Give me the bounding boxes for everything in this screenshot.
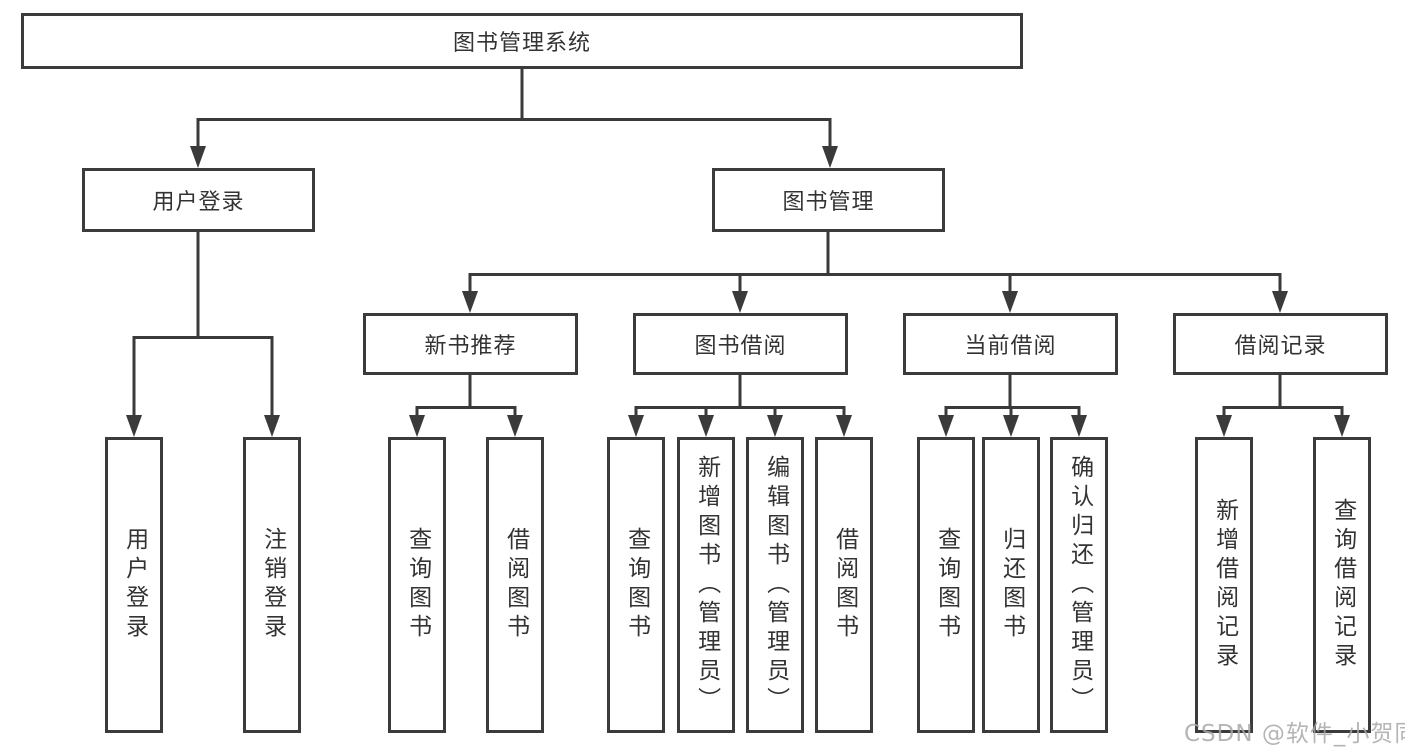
arrowhead bbox=[822, 146, 838, 168]
watermark: CSDN @软件_小贺同学 bbox=[1184, 721, 1405, 747]
arrowhead bbox=[126, 415, 142, 437]
node-new-book-recommend: 新书推荐 bbox=[363, 313, 578, 375]
node-current-borrow-label: 当前借阅 bbox=[964, 334, 1057, 359]
arrowhead bbox=[732, 291, 748, 313]
node-query-books-borrow: 查询图书 bbox=[607, 437, 665, 733]
node-borrow-records-label: 借阅记录 bbox=[1234, 334, 1327, 359]
node-logout: 注销登录 bbox=[243, 437, 301, 733]
node-book-management: 图书管理 bbox=[712, 168, 945, 232]
arrowhead bbox=[698, 415, 714, 437]
node-query-borrow-record-label: 查询借阅记录 bbox=[1329, 498, 1356, 672]
arrowhead bbox=[507, 415, 523, 437]
connector-recommend-to-leaves bbox=[415, 375, 517, 416]
arrowhead bbox=[836, 415, 852, 437]
node-book-borrow: 图书借阅 bbox=[633, 313, 848, 375]
arrowhead bbox=[1002, 291, 1018, 313]
arrowhead bbox=[462, 291, 478, 313]
node-add-books-admin-label: 新增图书（管理员） bbox=[693, 454, 720, 716]
node-root: 图书管理系统 bbox=[21, 13, 1023, 69]
node-return-books-label: 归还图书 bbox=[998, 527, 1025, 643]
node-query-books-recommend-label: 查询图书 bbox=[404, 527, 431, 643]
arrowhead bbox=[190, 146, 206, 168]
node-user-login: 用户登录 bbox=[82, 168, 315, 232]
arrowhead bbox=[1272, 291, 1288, 313]
node-return-books: 归还图书 bbox=[982, 437, 1040, 733]
node-user-login-label: 用户登录 bbox=[152, 190, 245, 215]
node-new-book-recommend-label: 新书推荐 bbox=[424, 334, 517, 359]
arrowhead bbox=[1334, 415, 1350, 437]
connector-current-to-leaves bbox=[944, 375, 1081, 416]
arrowhead bbox=[767, 415, 783, 437]
node-query-books-current: 查询图书 bbox=[917, 437, 975, 733]
node-borrow-books-recommend-label: 借阅图书 bbox=[502, 527, 529, 643]
connector-login-to-leaves bbox=[132, 232, 274, 416]
node-add-borrow-record-label: 新增借阅记录 bbox=[1211, 498, 1238, 672]
arrowhead bbox=[409, 415, 425, 437]
node-confirm-return-admin-label: 确认归还（管理员） bbox=[1066, 454, 1093, 716]
node-query-books-borrow-label: 查询图书 bbox=[623, 527, 650, 643]
node-current-borrow: 当前借阅 bbox=[903, 313, 1118, 375]
node-query-books-current-label: 查询图书 bbox=[933, 527, 960, 643]
node-add-books-admin: 新增图书（管理员） bbox=[677, 437, 735, 733]
connector-borrow-to-leaves bbox=[634, 375, 846, 416]
node-user-login-leaf-label: 用户登录 bbox=[121, 527, 148, 643]
arrowhead bbox=[628, 415, 644, 437]
node-logout-label: 注销登录 bbox=[259, 527, 286, 643]
node-query-borrow-record: 查询借阅记录 bbox=[1313, 437, 1371, 733]
node-borrow-books-recommend: 借阅图书 bbox=[486, 437, 544, 733]
node-root-label: 图书管理系统 bbox=[452, 31, 591, 56]
node-borrow-records: 借阅记录 bbox=[1173, 313, 1388, 375]
node-borrow-books: 借阅图书 bbox=[815, 437, 873, 733]
arrowhead bbox=[1071, 415, 1087, 437]
node-user-login-leaf: 用户登录 bbox=[105, 437, 163, 733]
connector-mgmt-to-level2 bbox=[468, 232, 1282, 292]
connector-root-to-level1 bbox=[196, 69, 832, 147]
arrowhead bbox=[1003, 415, 1019, 437]
node-borrow-books-label: 借阅图书 bbox=[831, 527, 858, 643]
node-edit-books-admin-label: 编辑图书（管理员） bbox=[762, 454, 789, 716]
node-book-borrow-label: 图书借阅 bbox=[694, 334, 787, 359]
arrowhead bbox=[1216, 415, 1232, 437]
node-edit-books-admin: 编辑图书（管理员） bbox=[746, 437, 804, 733]
node-query-books-recommend: 查询图书 bbox=[388, 437, 446, 733]
node-book-management-label: 图书管理 bbox=[782, 190, 875, 215]
arrowheads bbox=[126, 146, 1350, 437]
connector-records-to-leaves bbox=[1222, 375, 1344, 416]
node-confirm-return-admin: 确认归还（管理员） bbox=[1050, 437, 1108, 733]
arrowhead bbox=[264, 415, 280, 437]
arrowhead bbox=[938, 415, 954, 437]
node-add-borrow-record: 新增借阅记录 bbox=[1195, 437, 1253, 733]
